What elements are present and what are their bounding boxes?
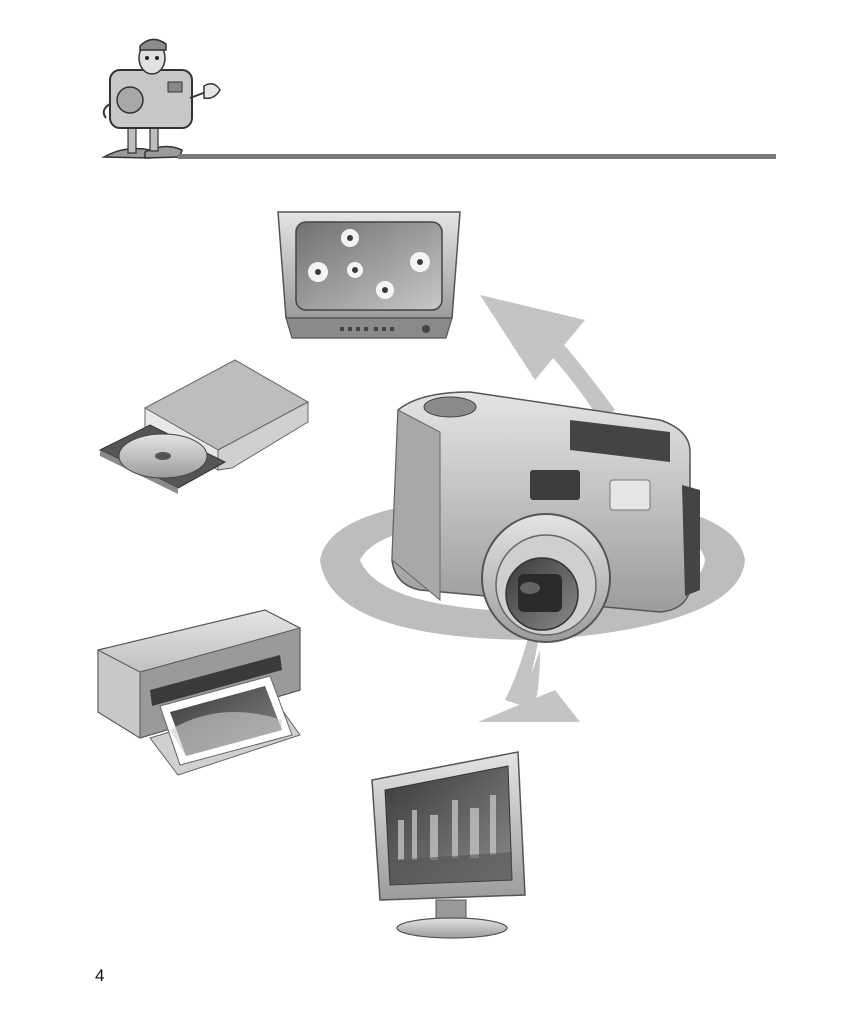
printer-icon xyxy=(98,610,300,775)
cd-rom-drive-icon xyxy=(100,360,308,494)
monitor-icon xyxy=(372,752,525,938)
arrow-to-monitor xyxy=(478,630,580,722)
page-number: 4 xyxy=(95,966,104,986)
tv-icon xyxy=(278,212,460,338)
